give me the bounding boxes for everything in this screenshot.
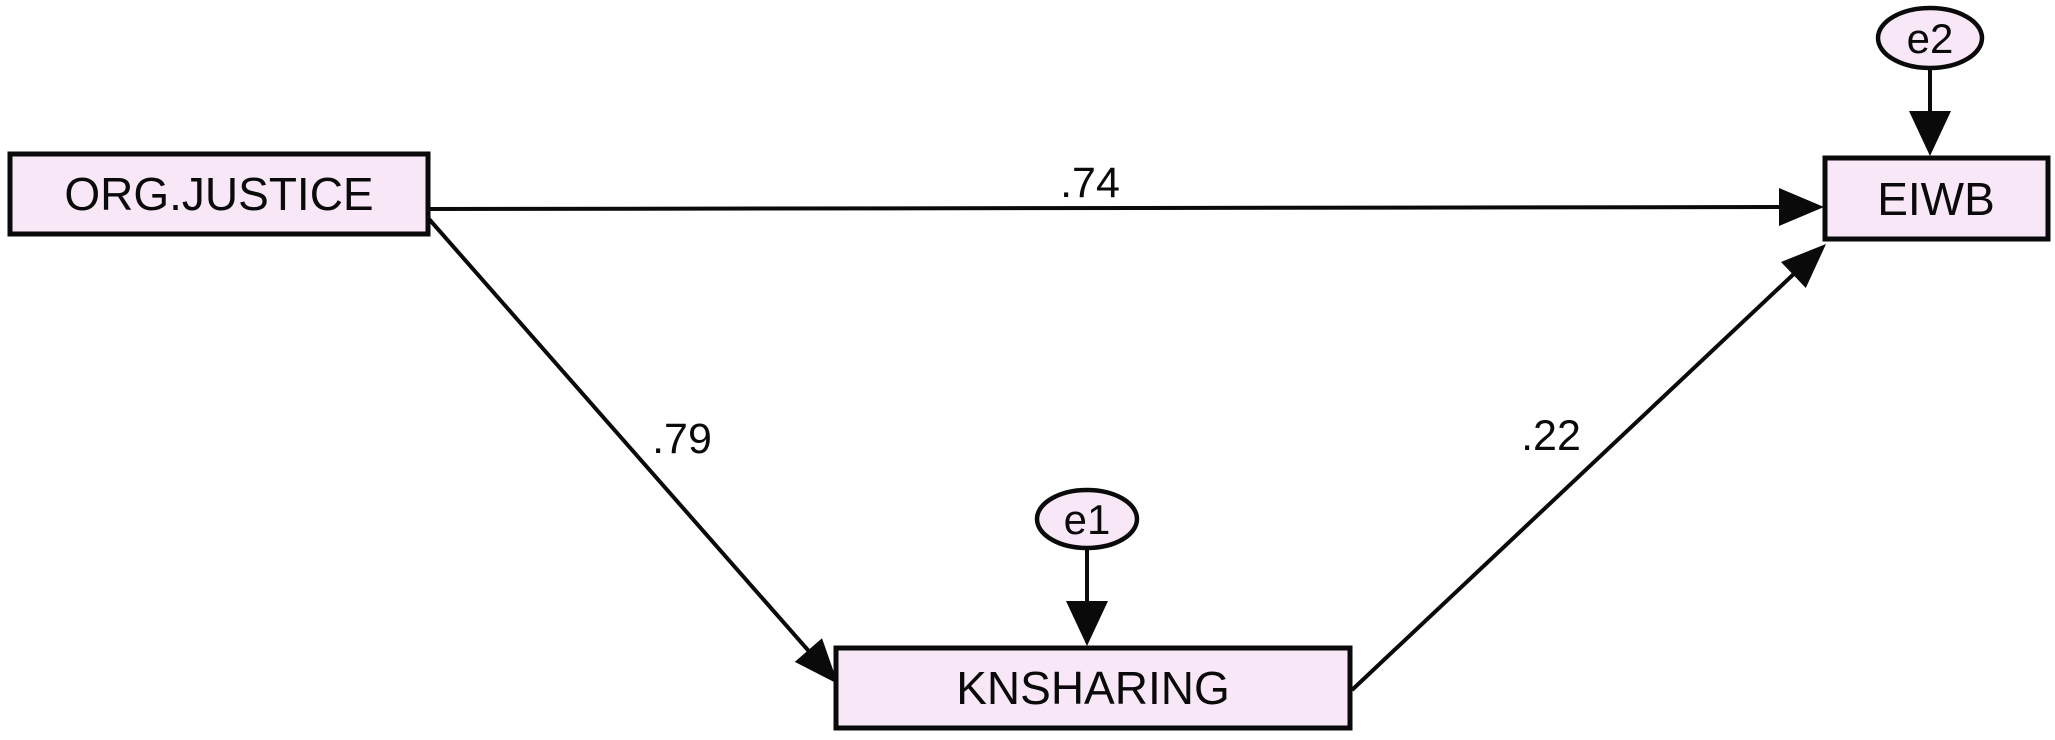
path-line-orgjustice-knsharing — [427, 217, 816, 659]
node-eiwb: EIWB — [1822, 155, 2051, 242]
e2-ellipse — [1875, 5, 1985, 71]
path-orgjustice-to-eiwb: .74 — [427, 159, 1824, 226]
arrowhead-into-knsharing-left — [794, 638, 838, 684]
arrowhead-into-eiwb-left — [1779, 188, 1824, 226]
arrowhead-into-eiwb-top — [1909, 111, 1951, 156]
error-term-e1: e1 — [1034, 487, 1140, 551]
e1-label: e1 — [1064, 496, 1111, 543]
org-justice-box — [7, 151, 431, 237]
knsharing-box — [833, 645, 1353, 731]
coefficient-orgjustice-knsharing: .79 — [652, 415, 712, 463]
org-justice-label: ORG.JUSTICE — [64, 168, 373, 220]
coefficient-knsharing-eiwb: .22 — [1521, 412, 1581, 460]
e2-label: e2 — [1907, 15, 1954, 62]
coefficient-orgjustice-eiwb: .74 — [1060, 159, 1120, 207]
path-knsharing-to-eiwb: .22 — [1350, 244, 1826, 692]
path-line-orgjustice-eiwb — [427, 205, 1785, 211]
node-knsharing: KNSHARING — [833, 645, 1353, 731]
knsharing-label: KNSHARING — [956, 662, 1229, 714]
path-e1-to-knsharing — [1066, 547, 1108, 646]
node-org-justice: ORG.JUSTICE — [7, 151, 431, 237]
eiwb-label: EIWB — [1877, 173, 1995, 225]
eiwb-box — [1822, 155, 2051, 242]
path-line-knsharing-eiwb — [1350, 268, 1800, 692]
error-term-e2: e2 — [1875, 5, 1985, 71]
path-orgjustice-to-knsharing: .79 — [427, 217, 838, 684]
arrowhead-into-eiwb-bottom — [1781, 244, 1826, 288]
arrowhead-into-knsharing-top — [1066, 601, 1108, 646]
path-e2-to-eiwb — [1909, 66, 1951, 156]
e1-ellipse — [1034, 487, 1140, 551]
